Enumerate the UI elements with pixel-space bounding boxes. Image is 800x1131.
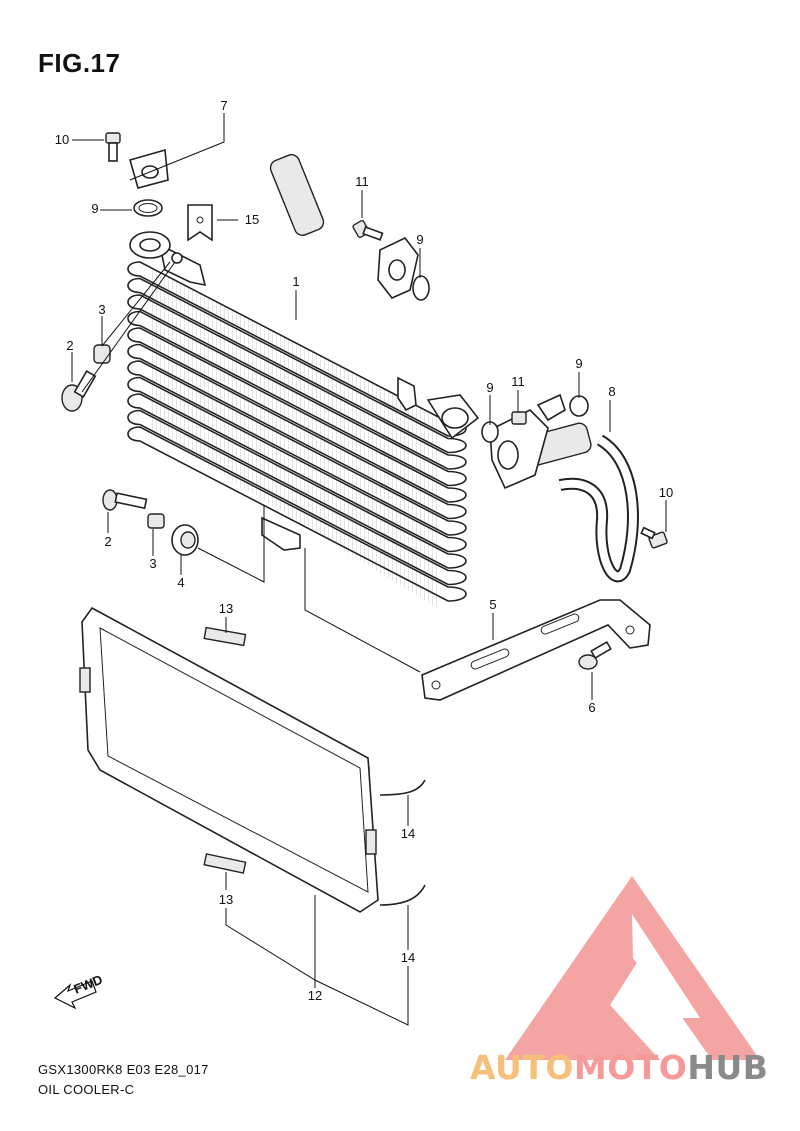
bolt-2-upper [61, 370, 97, 412]
callout-c11b: 11 [511, 374, 525, 389]
oring-9-upper [133, 199, 163, 217]
oil-cooler-core [127, 243, 467, 610]
upper-oil-hose [129, 114, 419, 299]
callout-c6: 6 [588, 700, 595, 715]
bolt-2-lower [102, 489, 148, 511]
bolt-6 [578, 640, 612, 670]
bolt-11-upper [352, 219, 384, 241]
callout-c12: 12 [308, 988, 322, 1003]
callout-c13b: 13 [219, 892, 233, 907]
callout-c7: 7 [220, 98, 227, 113]
callout-c1: 1 [292, 274, 299, 289]
callout-c9b: 9 [416, 232, 423, 247]
callout-c15: 15 [245, 212, 259, 227]
inlet-fitting [129, 231, 171, 259]
watermark-part-auto: AUTO [470, 1048, 574, 1087]
callout-c11a: 11 [355, 174, 369, 189]
bolt-10-right [640, 526, 668, 549]
watermark-text: AUTOMOTOHUB [470, 1048, 768, 1087]
callout-c3a: 3 [98, 302, 105, 317]
callout-c9a: 9 [91, 201, 98, 216]
grommet-4 [171, 524, 199, 556]
fwd-arrow-icon: FWD [53, 972, 105, 1010]
callout-c9c: 9 [486, 380, 493, 395]
callout-c2a: 2 [66, 338, 73, 353]
leader-lines [71, 113, 667, 1026]
pad-13-upper [203, 626, 247, 647]
callout-c10b: 10 [659, 485, 673, 500]
lower-oil-hose [489, 393, 639, 583]
callout-c14a: 14 [401, 826, 415, 841]
figure-name: OIL COOLER-C [38, 1082, 135, 1097]
callout-c8: 8 [608, 384, 615, 399]
callout-c4: 4 [177, 575, 184, 590]
collar-3-lower [147, 513, 165, 529]
watermark-part-moto: MOTO [573, 1048, 688, 1087]
callout-c14b: 14 [401, 950, 415, 965]
collar-3-upper [93, 344, 111, 364]
callout-c9d: 9 [575, 356, 582, 371]
callout-c10a: 10 [55, 132, 69, 147]
oring-9-right [569, 395, 589, 417]
clamp-15 [187, 204, 213, 242]
figure-code: GSX1300RK8 E03 E28_017 [38, 1062, 209, 1077]
outlet-fitting [426, 394, 480, 440]
bracket-5 [421, 599, 651, 701]
cooler-guard-12 [79, 606, 426, 913]
figure-title: FIG.17 [38, 48, 121, 78]
pad-13-lower [203, 853, 247, 874]
callout-c3b: 3 [149, 556, 156, 571]
oring-9-right-upper [412, 275, 430, 301]
callout-c5: 5 [489, 597, 496, 612]
callout-c2b: 2 [104, 534, 111, 549]
watermark-logo [505, 876, 760, 1060]
bolt-11-right [511, 411, 527, 425]
watermark-part-hub: HUB [687, 1048, 769, 1087]
bolt-10-upper [105, 132, 121, 162]
callout-c13a: 13 [219, 601, 233, 616]
